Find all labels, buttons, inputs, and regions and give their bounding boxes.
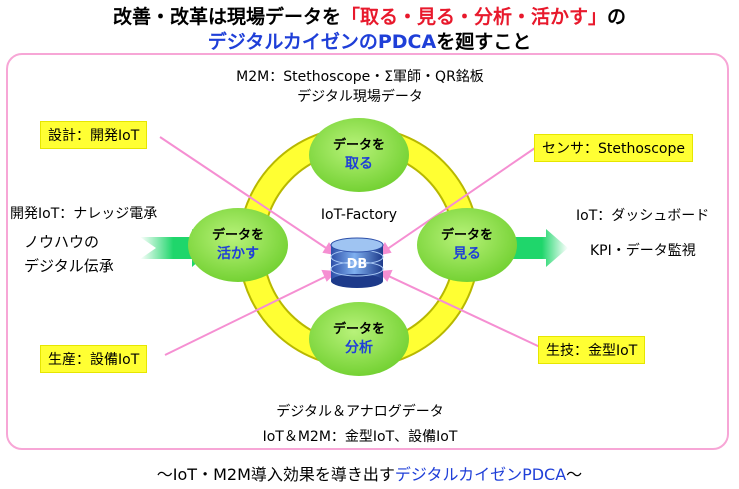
callout-sensor-stethoscope: センサ：Stethoscope: [534, 134, 693, 162]
footer-caption: 〜IoT・M2M導入効果を導き出すデジタルカイゼンPDCA〜: [0, 461, 739, 485]
node-left-line-2: 活かす: [217, 246, 259, 262]
database-label: DB: [346, 257, 368, 272]
node-right-line-1: データを: [440, 228, 493, 243]
diagram-frame: [6, 53, 729, 450]
right-flow-arrow: [510, 229, 568, 267]
left-label-line-2: ノウハウの: [24, 233, 100, 251]
right-label-line-1: IoT：ダッシュボード: [576, 208, 710, 224]
node-bottom: [309, 302, 409, 376]
callout-line-bottom-left: [164, 271, 336, 356]
callout-line-top-left: [159, 136, 336, 255]
node-top-line-2: 取る: [345, 156, 373, 172]
header-highlight-cycle: 「取る・見る・分析・活かす」: [340, 6, 607, 28]
node-left-text: データを 活かす: [198, 227, 278, 263]
node-top-text: データを 取る: [319, 137, 399, 173]
header-highlight-pdca: デジタルカイゼンのPDCA: [207, 31, 437, 53]
database-icon: [330, 237, 384, 288]
center-label: IoT-Factory: [320, 207, 398, 223]
callout-production-iot: 生産：設備IoT: [40, 345, 148, 373]
header-line-2: デジタルカイゼンのPDCAを廻すこと: [0, 27, 739, 54]
header-line-2-suffix: を廻すこと: [436, 31, 532, 53]
footer-prefix: 〜IoT・M2M導入効果を導き出す: [156, 465, 395, 484]
node-left-line-1: データを: [211, 228, 264, 243]
top-label-line-2: デジタル現場データ: [297, 89, 423, 105]
callout-design-iot: 設計：開発IoT: [40, 121, 148, 149]
node-right: [417, 208, 517, 282]
node-bottom-line-1: データを: [332, 322, 385, 337]
node-right-text: データを 見る: [427, 227, 507, 263]
callout-mold-iot: 生技：金型IoT: [538, 336, 646, 364]
header-line-1-suffix: の: [607, 6, 627, 28]
node-left: [188, 208, 288, 282]
header-line-1-prefix: 改善・改革は現場データを: [112, 6, 341, 28]
node-right-line-2: 見る: [453, 246, 481, 262]
right-label-line-2: KPI・データ監視: [590, 243, 696, 259]
left-label-line-1: 開発IoT：ナレッジ電承: [10, 206, 158, 222]
node-top: [309, 118, 409, 192]
node-top-line-1: データを: [332, 138, 385, 153]
node-bottom-text: データを 分析: [319, 321, 399, 357]
bottom-label-line-1: デジタル＆アナログデータ: [276, 404, 444, 420]
callout-line-top-right: [379, 147, 536, 255]
callout-line-bottom-right: [379, 271, 541, 348]
footer-highlight: デジタルカイゼンPDCA: [394, 465, 567, 484]
top-label-line-1: M2M：Stethoscope・Σ軍師・QR銘板: [236, 69, 484, 85]
header-line-1: 改善・改革は現場データを「取る・見る・分析・活かす」の: [0, 2, 739, 29]
footer-suffix: 〜: [566, 465, 583, 484]
left-label-line-3: デジタル伝承: [24, 257, 114, 275]
bottom-label-line-2: IoT＆M2M：金型IoT、設備IoT: [262, 429, 458, 445]
node-bottom-line-2: 分析: [345, 340, 373, 356]
